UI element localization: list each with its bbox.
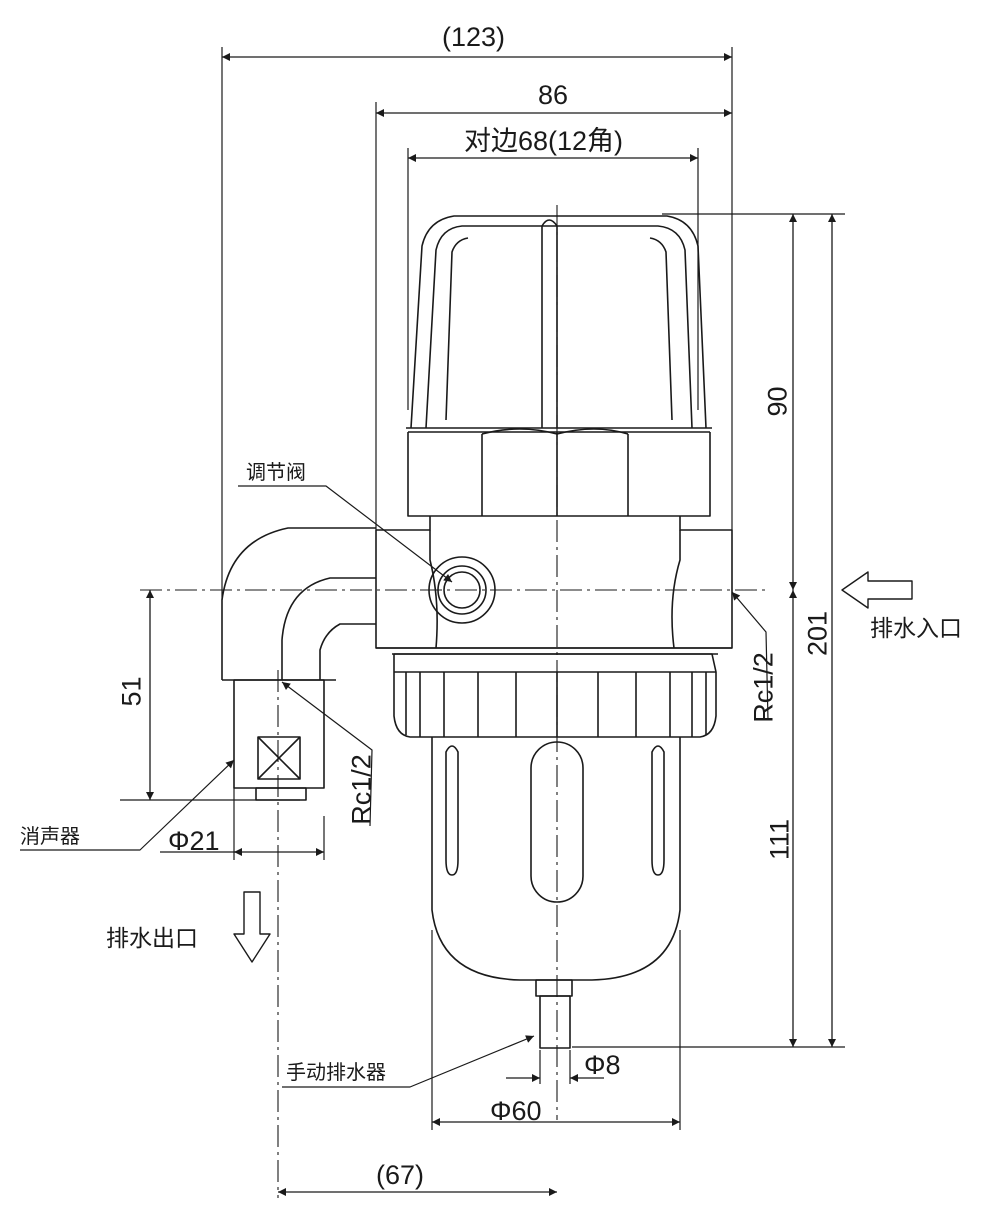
dimension-lines [146,53,836,1196]
bowl-ring [392,653,718,738]
leader-lines [20,485,769,1088]
inlet-arrow [841,571,913,609]
top-cap [406,215,712,433]
outlet-arrow [233,891,271,963]
main-body [375,516,733,649]
hex-nut [407,428,711,517]
extension-lines [120,47,845,1130]
elbow-outlet [221,527,376,801]
bowl [431,737,681,981]
centerlines [140,205,770,1198]
manual-drain [535,979,573,1049]
